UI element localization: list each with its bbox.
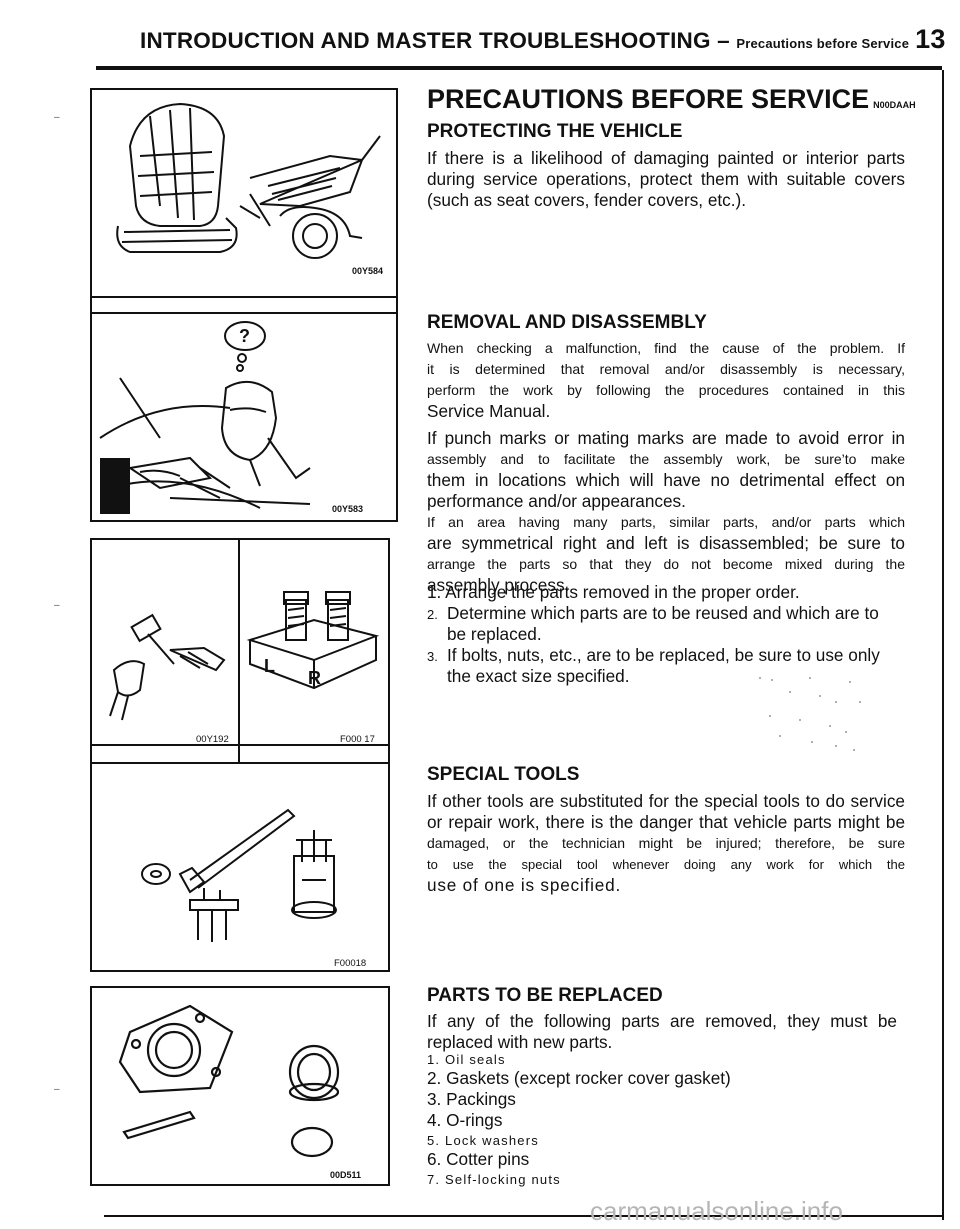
frame-divider: [90, 970, 390, 972]
special-tools-paragraph: If other tools are substituted for the s…: [427, 791, 905, 896]
header-subtitle: Precautions before Service: [736, 36, 910, 51]
left-right-bolts-illustration: L R: [246, 591, 380, 690]
frame-divider: [90, 762, 390, 764]
frame-left-border: [90, 538, 92, 762]
section-title-text: PRECAUTIONS BEFORE SERVICE: [427, 84, 870, 114]
removal-heading: REMOVAL AND DISASSEMBLY: [427, 312, 707, 333]
figure-code: F000 17: [340, 734, 375, 745]
list-item: 2. Determine which parts are to be reused…: [427, 603, 879, 624]
removal-paragraph-2: If punch marks or mating marks are made …: [427, 428, 905, 596]
svg-text:L: L: [264, 656, 275, 676]
special-tools-heading: SPECIAL TOOLS: [427, 764, 580, 785]
page-right-rule: [942, 70, 944, 1220]
parts-list-item: 3. Packings: [427, 1089, 516, 1109]
parts-list-item: 6. Cotter pins: [427, 1149, 530, 1169]
svg-text:R: R: [308, 668, 321, 688]
frame-left-border: [90, 762, 92, 972]
header-rule: [96, 66, 942, 70]
frame-divider: [90, 520, 398, 522]
parts-list-item: 2. Gaskets (except rocker cover gasket): [427, 1068, 731, 1088]
text-line: perform the work by following the proced…: [427, 382, 905, 398]
mechanic-thinking-illustration: ?: [99, 321, 311, 514]
text-line: If there is a likelihood of damaging pai…: [427, 148, 905, 168]
figure-code: 00Y192: [196, 734, 229, 745]
figure-code: 00D511: [330, 1170, 362, 1180]
parts-list-item: 1. Oil seals: [427, 1052, 506, 1067]
text-line: them in locations which will have no det…: [427, 470, 905, 490]
list-item: 1. Arrange the parts removed in the prop…: [427, 582, 800, 603]
list-number: 1.: [427, 582, 442, 602]
header-dash: –: [710, 28, 737, 53]
seat-cover-illustration: [116, 102, 381, 259]
list-item: 3. If bolts, nuts, etc., are to be replac…: [427, 645, 880, 666]
scan-noise: [759, 677, 861, 751]
parts-list-item: 7. Self-locking nuts: [427, 1172, 561, 1187]
margin-mark: –: [54, 1084, 60, 1095]
text-line: to use the special tool whenever doing a…: [427, 857, 905, 872]
text-line: damaged, or the technician might be inju…: [427, 835, 905, 851]
text-line: If an area having many parts, similar pa…: [427, 514, 905, 530]
text-line: When checking a malfunction, find the ca…: [427, 340, 905, 356]
frame-top-border: [90, 88, 398, 90]
frame-divider: [90, 744, 390, 746]
figure-code: F00018: [334, 958, 367, 969]
figure-code: 00Y583: [332, 504, 364, 514]
frame-right-border: [388, 538, 390, 762]
text-line: arrange the parts so that they do not be…: [427, 556, 905, 572]
frame-right-border: [388, 986, 390, 1186]
frame-left-border: [90, 986, 92, 1186]
hammer-punch-illustration: [109, 613, 226, 721]
frame-divider: [90, 986, 390, 988]
text-line: during service operations, protect them …: [427, 169, 905, 189]
list-number: 2.: [427, 607, 438, 622]
figure-code: 00Y584: [352, 266, 384, 276]
margin-mark: –: [54, 112, 60, 123]
text-line: (such as seat covers, fender covers, etc…: [427, 190, 747, 210]
text-line: If any of the following parts are remove…: [427, 1011, 897, 1031]
text-line: If punch marks or mating marks are made …: [427, 428, 905, 448]
list-text: Arrange the parts removed in the proper …: [445, 582, 800, 602]
page-header: INTRODUCTION AND MASTER TROUBLESHOOTING …: [140, 24, 946, 55]
protecting-heading: PROTECTING THE VEHICLE: [427, 121, 683, 142]
list-item-continued: be replaced.: [447, 624, 542, 644]
parts-replaced-intro: If any of the following parts are remove…: [427, 1011, 897, 1053]
text-line: If other tools are substituted for the s…: [427, 791, 905, 811]
text-line: Service Manual.: [427, 401, 551, 421]
page-number: 13: [915, 24, 946, 54]
footer-rule: [104, 1215, 944, 1217]
text-line: performance and/or appearances.: [427, 491, 686, 511]
header-title: INTRODUCTION AND MASTER TROUBLESHOOTING: [140, 28, 711, 53]
frame-center-border: [238, 538, 240, 762]
text-line: use of one is specified.: [427, 875, 622, 895]
list-number: 3.: [427, 649, 438, 664]
list-text: If bolts, nuts, etc., are to be replaced…: [447, 645, 880, 665]
frame-divider: [90, 312, 398, 314]
list-item-continued: the exact size specified.: [447, 666, 630, 686]
text-line: or repair work, there is the danger that…: [427, 812, 905, 832]
frame-bottom-border: [90, 1184, 390, 1186]
parts-replaced-heading: PARTS TO BE REPLACED: [427, 985, 663, 1006]
list-text: Determine which parts are to be reused a…: [447, 603, 879, 623]
replacement-parts-illustration: [118, 1004, 340, 1158]
text-line: replaced with new parts.: [427, 1032, 613, 1052]
parts-list-item: 4. O-rings: [427, 1110, 503, 1130]
removal-paragraph-1: When checking a malfunction, find the ca…: [427, 338, 905, 422]
svg-text:?: ?: [239, 326, 250, 346]
frame-right-border: [396, 88, 398, 522]
frame-divider: [90, 296, 398, 298]
watermark: carmanualsonline.info: [590, 1196, 843, 1226]
frame-top-border: [90, 538, 390, 540]
text-line: assembly process.: [427, 575, 570, 595]
frame-left-border: [90, 88, 92, 522]
text-line: it is determined that removal and/or dis…: [427, 361, 905, 377]
parts-list-item: 5. Lock washers: [427, 1133, 539, 1148]
special-tools-illustration: [141, 808, 337, 942]
frame-right-border: [388, 762, 390, 972]
text-line: assembly and to facilitate the assembly …: [427, 451, 905, 467]
margin-mark: –: [54, 600, 60, 611]
text-line: are symmetrical right and left is disass…: [427, 533, 905, 553]
protecting-paragraph: If there is a likelihood of damaging pai…: [427, 148, 905, 211]
section-code: N00DAAH: [873, 100, 916, 110]
